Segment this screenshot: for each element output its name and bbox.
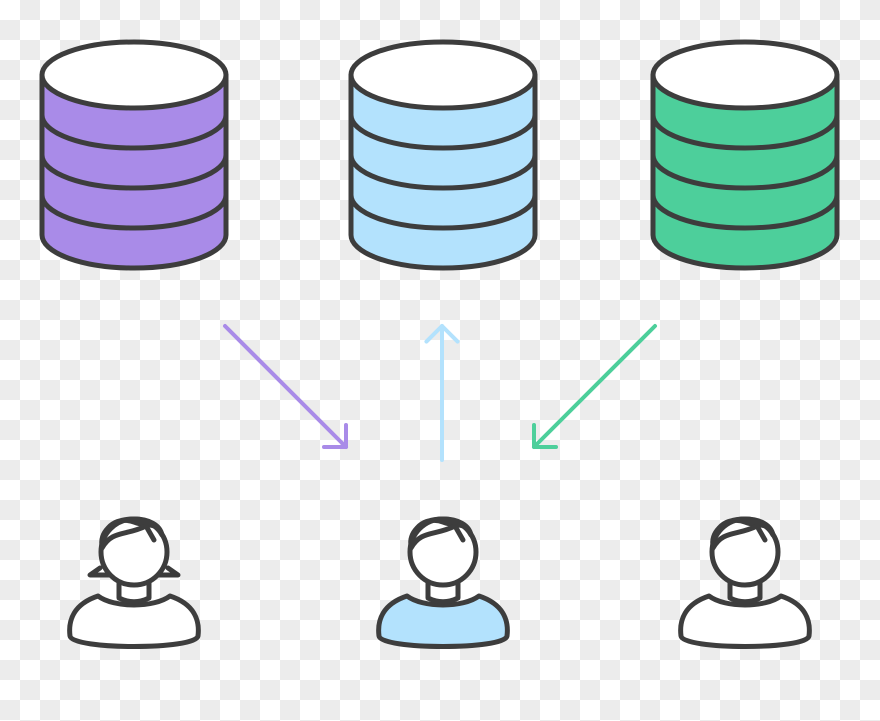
blue-arrow-icon (424, 324, 460, 462)
arrow-head (532, 423, 558, 449)
arrow-head (424, 324, 460, 344)
hair-line (408, 523, 466, 551)
green-database-icon (650, 39, 840, 271)
database-body (39, 72, 229, 271)
database-band (348, 114, 538, 151)
body (376, 593, 510, 649)
purple-database-icon (39, 39, 229, 271)
hair (408, 516, 474, 548)
database-band (650, 194, 840, 231)
purple-arrow-icon (223, 324, 348, 449)
hair (710, 516, 776, 548)
database-band (39, 114, 229, 151)
arrow-head (322, 423, 348, 449)
user-center-icon (376, 516, 510, 649)
database-band (348, 154, 538, 191)
database-band (348, 194, 538, 231)
green-arrow-icon (532, 324, 657, 449)
database-body (348, 72, 538, 271)
database-band (39, 194, 229, 231)
arrow-shaft (532, 324, 657, 449)
user-female-icon (67, 516, 201, 649)
hair-line (99, 523, 157, 551)
hair (99, 516, 165, 548)
database-band (39, 154, 229, 191)
database-band (650, 114, 840, 151)
user-male-icon (678, 516, 812, 649)
database-body (650, 72, 840, 271)
database-top (39, 39, 229, 111)
body (67, 593, 201, 649)
blue-database-icon (348, 39, 538, 271)
database-top (348, 39, 538, 111)
arrow-shaft (223, 324, 348, 449)
body (678, 593, 812, 649)
database-top (650, 39, 840, 111)
hair-line (710, 523, 768, 551)
database-band (650, 154, 840, 191)
